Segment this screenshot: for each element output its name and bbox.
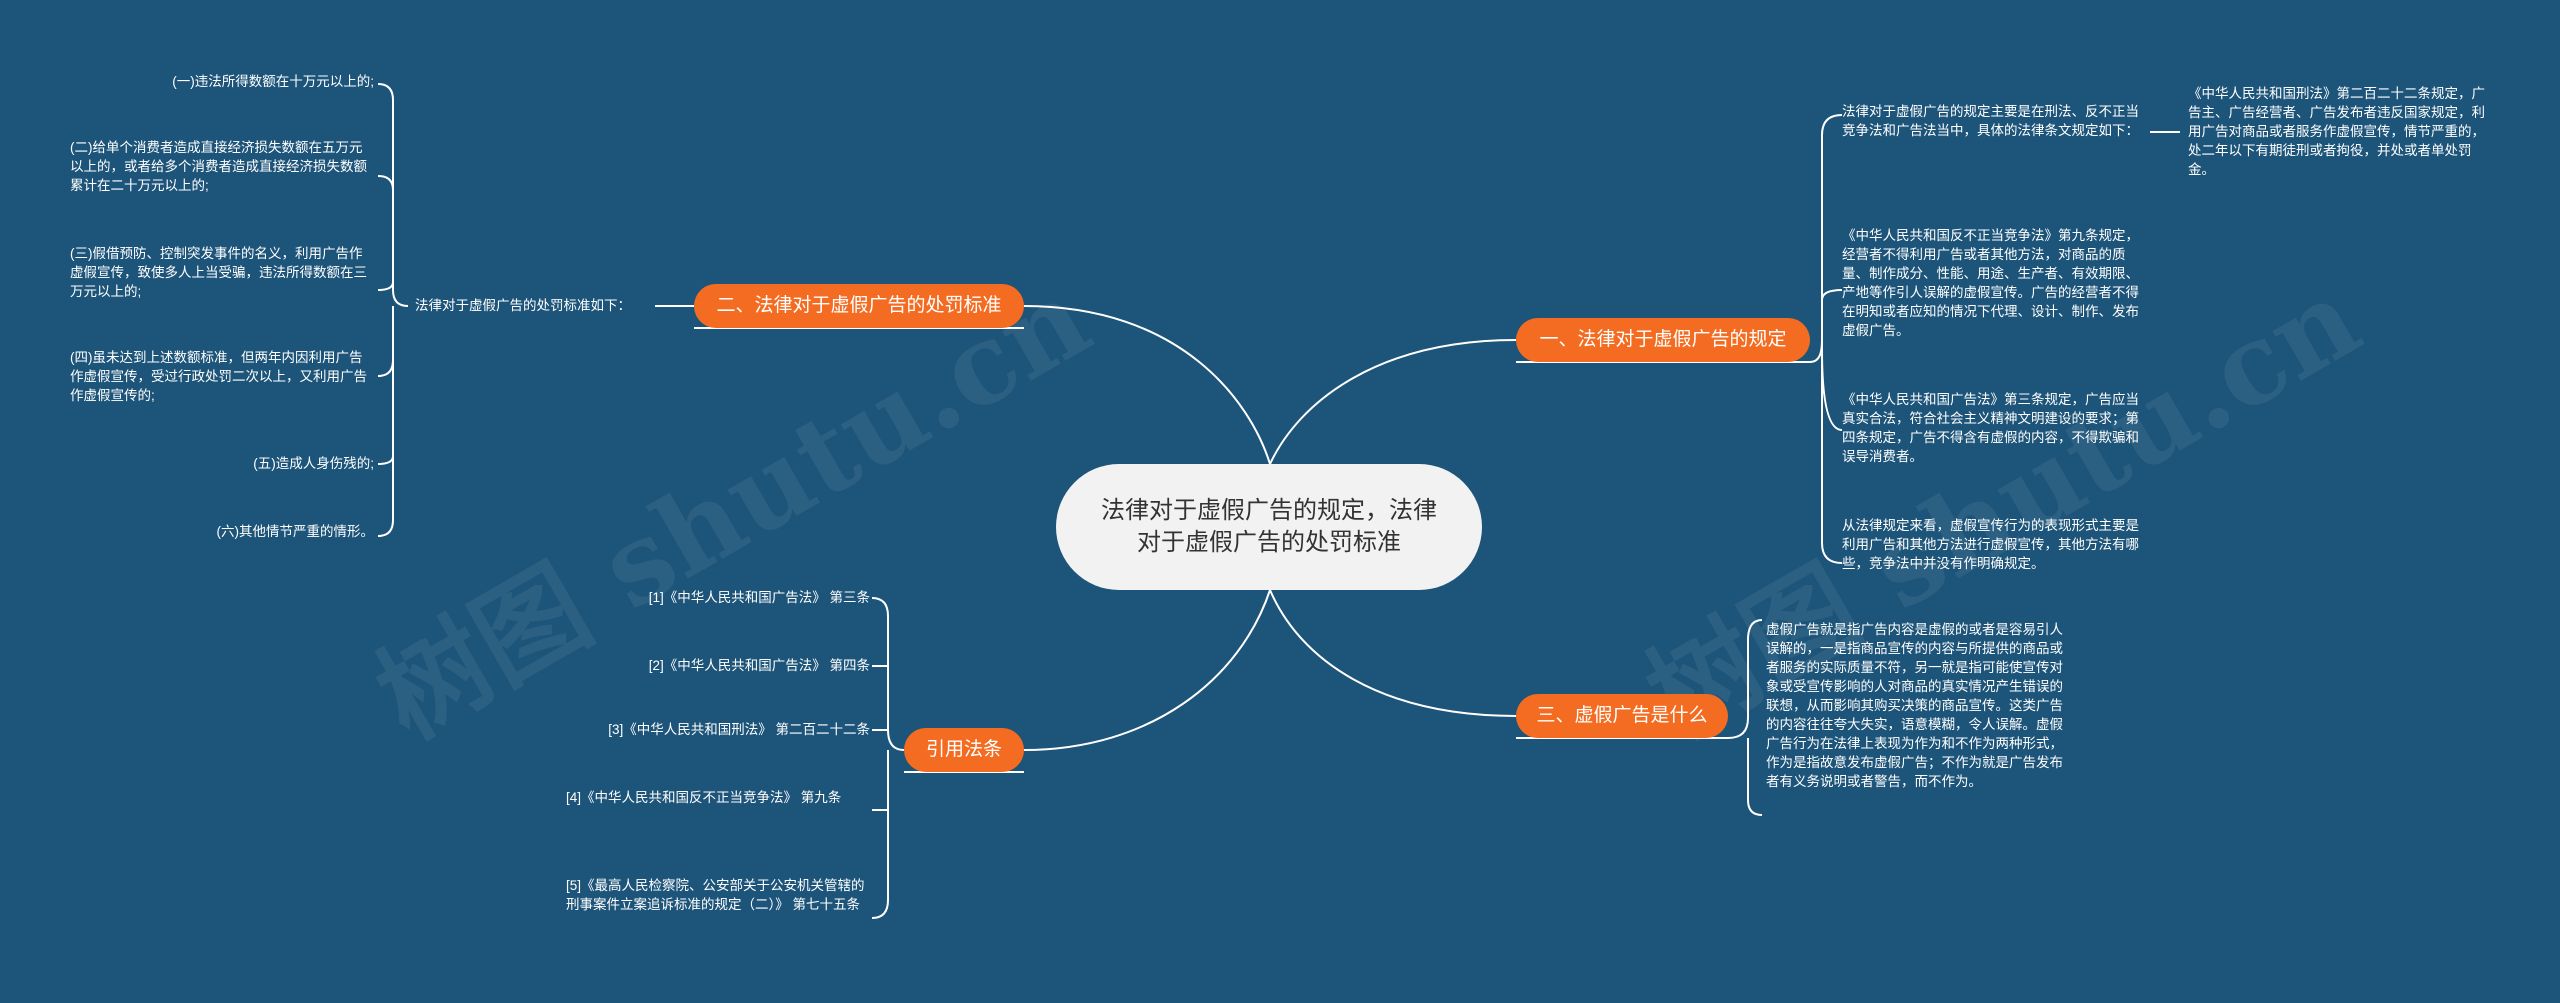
leaf-standard-label: 法律对于虚假广告的处罚标准如下： [415,298,631,313]
branch-cited-laws[interactable]: 引用法条 [904,728,1024,772]
leaf-citation-1: [1]《中华人民共和国广告法》 第三条 [648,590,870,605]
leaf-citation-5: [5]《最高人民检察院、公安部关于公安机关管辖的刑事案件立案追诉标准的规定（二）… [566,878,865,912]
leaf-law-intro: 法律对于虚假广告的规定主要是在刑法、反不正当竞争法和广告法当中，具体的法律条文规… [1842,104,2139,138]
b1-bracket [1809,114,1843,564]
branch-penalty-standards[interactable]: 二、法律对于虚假广告的处罚标准 [694,284,1024,328]
leaf-standard-6: (六)其他情节严重的情形。 [216,524,375,539]
leaf-citation-2: [2]《中华人民共和国广告法》 第四条 [648,658,870,673]
b4-bracket [871,597,905,919]
branch-regulations[interactable]: 一、法律对于虚假广告的规定 [1516,318,1810,362]
connector-root-b2 [1023,305,1271,465]
connector-root-b1 [1269,339,1517,465]
leaf-criminal-law: 《中华人民共和国刑法》第二百二十二条规定，广告主、广告经营者、广告发布者违反国家… [2188,86,2485,177]
leaf-standard-4: (四)虽未达到上述数额标准，但两年内因利用广告作虚假宣传，受过行政处罚二次以上，… [70,350,367,403]
leaf-standard-3: (三)假借预防、控制突发事件的名义，利用广告作虚假宣传，致使多人上当受骗，违法所… [70,246,367,299]
leaf-standard-2: (二)给单个消费者造成直接经济损失数额在五万元以上的，或者给多个消费者造成直接经… [70,140,367,193]
leaf-standard-5: (五)造成人身伤残的; [253,456,374,471]
leaf-anti-unfair-competition: 《中华人民共和国反不正当竞争法》第九条规定，经营者不得利用广告或者其他方法，对商… [1842,228,2139,338]
leaf-advertising-law: 《中华人民共和国广告法》第三条规定，广告应当真实合法，符合社会主义精神文明建设的… [1842,392,2139,464]
connector-root-b4 [1023,589,1271,751]
b3-bracket [1727,619,1763,816]
root-topic[interactable]: 法律对于虚假广告的规定，法律对于虚假广告的处罚标准 [1056,464,1482,590]
leaf-citation-3: [3]《中华人民共和国刑法》 第二百二十二条 [608,722,870,737]
b2-bracket [377,83,409,537]
leaf-false-ad-definition: 虚假广告就是指广告内容是虚假的或者是容易引人误解的，一是指商品宣传的内容与所提供… [1766,622,2063,789]
connector-root-b3 [1269,589,1517,717]
leaf-standard-1: (一)违法所得数额在十万元以上的; [172,74,374,89]
leaf-citation-4: [4]《中华人民共和国反不正当竞争法》 第九条 [566,790,842,805]
branch-what-is-false-ad[interactable]: 三、虚假广告是什么 [1516,694,1728,738]
leaf-summary: 从法律规定来看，虚假宣传行为的表现形式主要是利用广告和其他方法进行虚假宣传，其他… [1842,518,2139,571]
